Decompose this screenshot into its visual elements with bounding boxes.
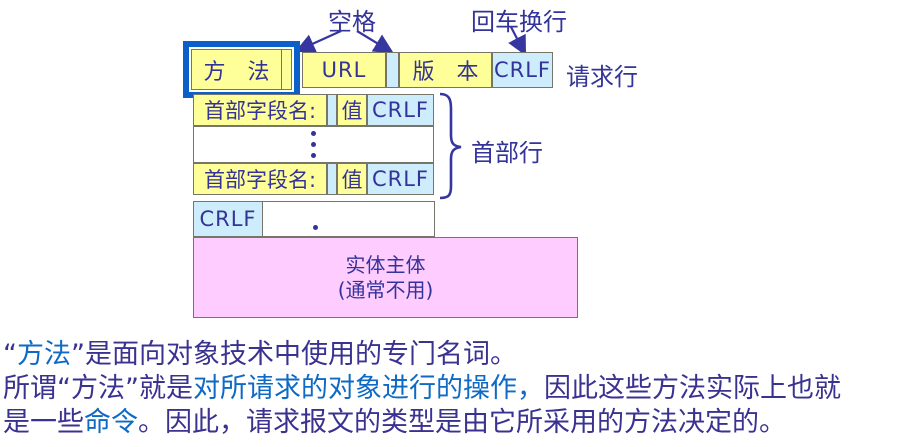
method-box: 方 法 [191, 49, 282, 90]
text-segment: 所谓“方法”就是 [3, 373, 193, 404]
text-segment: 。因此，请求报文的类型是由它所采用的方法决定的。 [138, 407, 786, 438]
notes-line-1: “方法”是面向对象技术中使用的专门名词。 [3, 338, 904, 372]
header-crlf-box-2: CRLF [367, 163, 434, 195]
entity-body-box: 实体主体 (通常不用) [193, 237, 578, 318]
entity-body-note: (通常不用) [337, 277, 434, 302]
request-line-crlf-box: CRLF [492, 52, 553, 88]
header-lines-label: 首部行 [471, 139, 543, 167]
ellipsis-dot [311, 131, 316, 136]
header-value-box-2: 值 [337, 163, 367, 195]
text-segment: “ [3, 339, 17, 370]
blank-line-crlf-box: CRLF [193, 201, 263, 237]
header-lines-brace-icon [439, 92, 462, 200]
text-segment: ”是面向对象技术中使用的专门名词。 [71, 339, 517, 370]
text-segment: 对所请求的对象进行的操作， [192, 373, 544, 404]
text-segment: 因此这些方法实际上也就 [543, 373, 841, 404]
header-field-name-box-2: 首部字段名: [193, 163, 327, 195]
method-space-strip [282, 49, 292, 90]
request-line-label: 请求行 [566, 63, 638, 91]
header-crlf-box-1: CRLF [367, 94, 434, 126]
url-box: URL [302, 52, 386, 88]
text-segment: 是一些 [3, 407, 84, 438]
notes-line-2: 所谓“方法”就是对所请求的对象进行的操作，因此这些方法实际上也就 [3, 372, 904, 406]
header-value-box-1: 值 [337, 94, 367, 126]
version-box: 版 本 [399, 52, 492, 88]
notes-text: “方法”是面向对象技术中使用的专门名词。 所谓“方法”就是对所请求的对象进行的操… [3, 338, 904, 440]
entity-body-title: 实体主体 [345, 252, 426, 277]
header-space-strip-1 [327, 94, 337, 126]
text-segment: 方法 [17, 339, 71, 370]
ellipsis-dot [311, 153, 316, 158]
annotation-crlf-label: 回车换行 [471, 8, 567, 36]
annotation-space-label: 空格 [328, 8, 376, 36]
header-space-strip-2 [327, 163, 337, 195]
blank-line-empty-box [262, 201, 435, 237]
space-strip-1 [386, 52, 399, 88]
ellipsis-dot [313, 225, 318, 230]
header-field-name-box-1: 首部字段名: [193, 94, 327, 126]
header-ellipsis-box [193, 126, 434, 163]
notes-line-3: 是一些命令。因此，请求报文的类型是由它所采用的方法决定的。 [3, 406, 904, 440]
method-highlight-box: 方 法 [183, 41, 300, 98]
text-segment: 命令 [84, 407, 138, 438]
ellipsis-dot [311, 142, 316, 147]
